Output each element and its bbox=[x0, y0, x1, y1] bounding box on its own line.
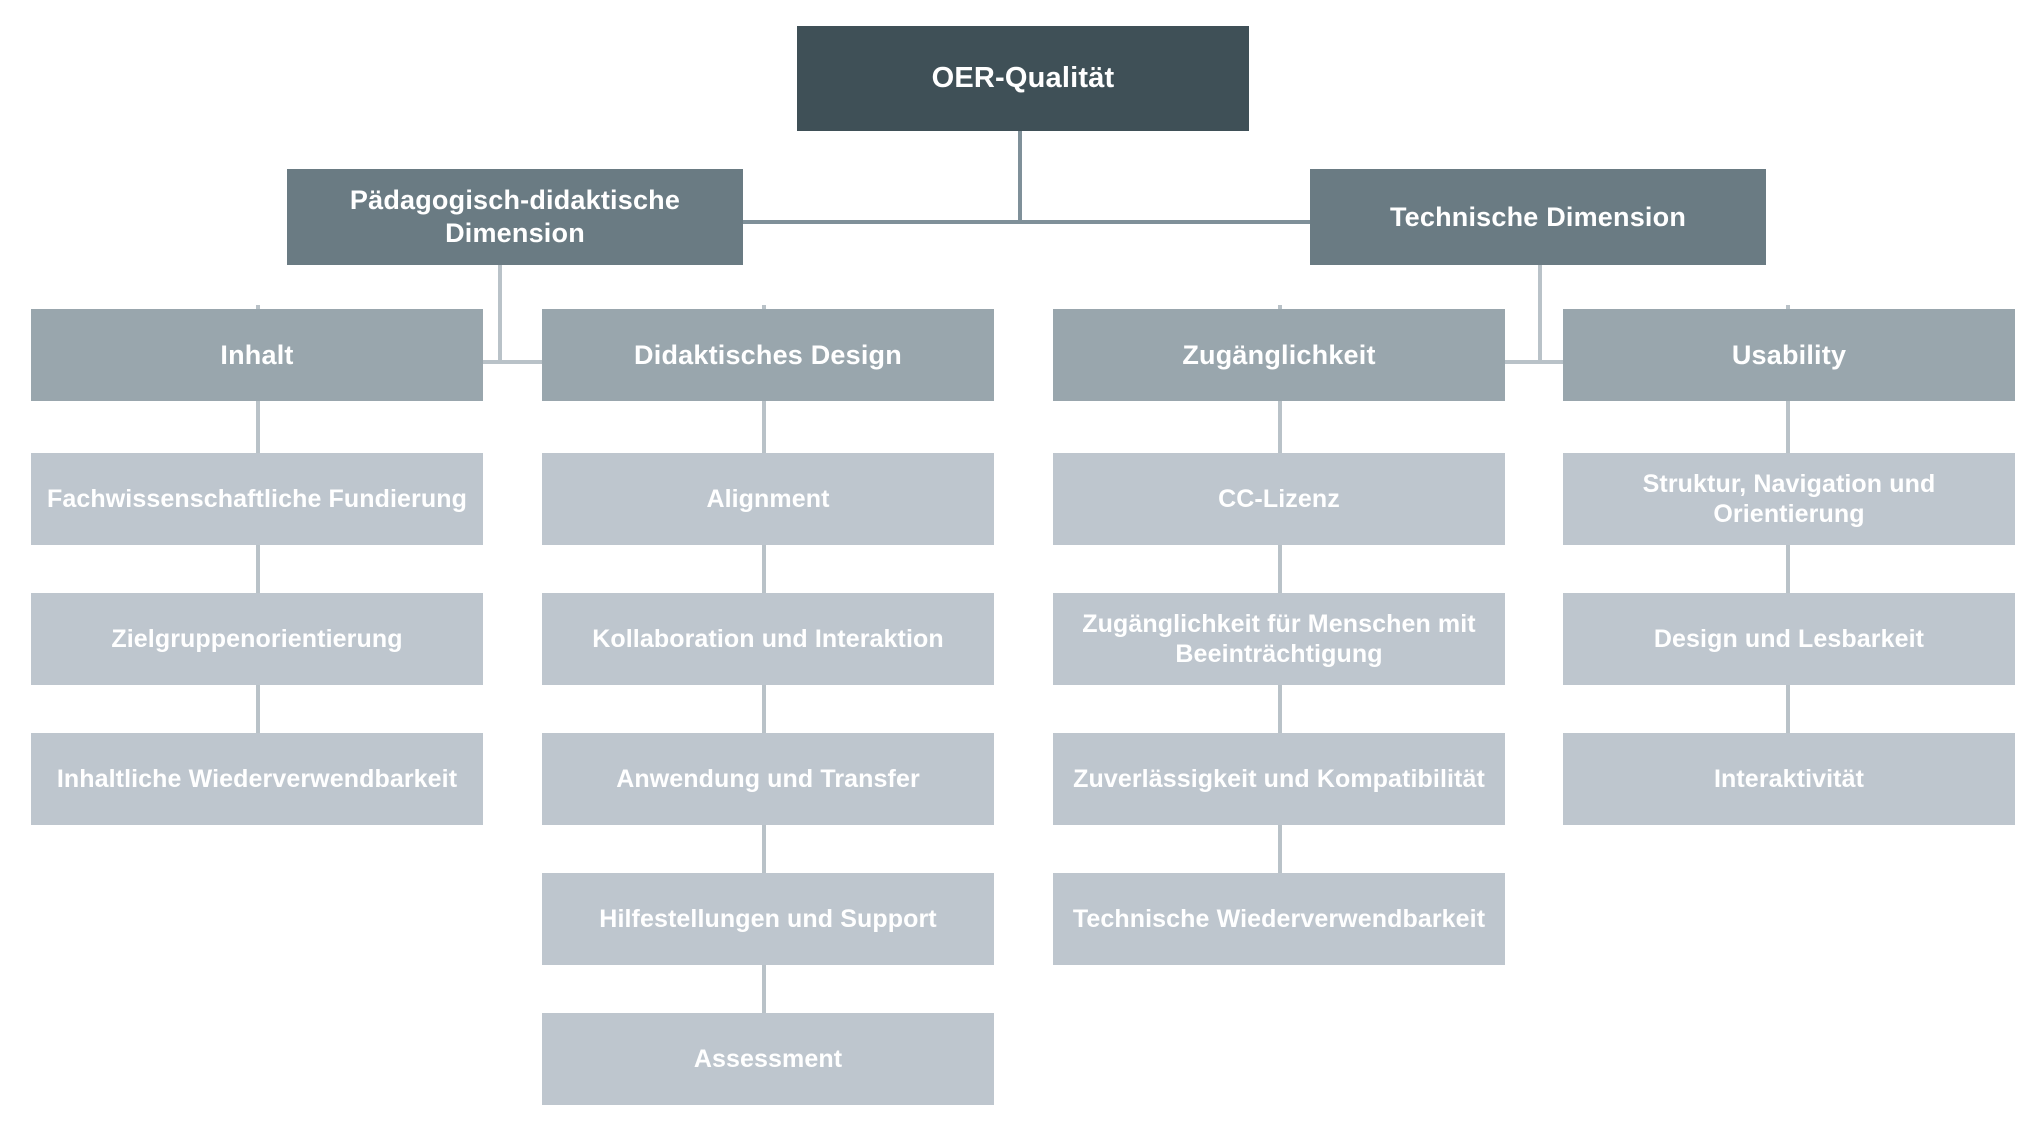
node-category-zugaenglichkeit[interactable]: Zugänglichkeit bbox=[1053, 309, 1505, 401]
connector-right-category-bus bbox=[1278, 360, 1788, 364]
node-criterion-alignment[interactable]: Alignment bbox=[542, 453, 994, 545]
node-category-didaktisches-design[interactable]: Didaktisches Design bbox=[542, 309, 994, 401]
node-category-usability[interactable]: Usability bbox=[1563, 309, 2015, 401]
node-criterion-design-und-lesbarkeit[interactable]: Design und Lesbarkeit bbox=[1563, 593, 2015, 685]
connector-root-stem bbox=[1018, 131, 1022, 222]
node-criterion-technische-wiederverwendbarkeit[interactable]: Technische Wiederverwendbarkeit bbox=[1053, 873, 1505, 965]
node-category-inhalt[interactable]: Inhalt bbox=[31, 309, 483, 401]
node-criterion-fachwissenschaftliche-fundierung[interactable]: Fachwissenschaftliche Fundierung bbox=[31, 453, 483, 545]
node-criterion-zielgruppenorientierung[interactable]: Zielgruppenorientierung bbox=[31, 593, 483, 685]
connector-left-dimension-stem bbox=[498, 265, 502, 364]
connector-right-dimension-stem bbox=[1538, 265, 1542, 364]
node-criterion-struktur-navigation-orientierung[interactable]: Struktur, Navigation und Orientierung bbox=[1563, 453, 2015, 545]
connector-left-category-bus bbox=[256, 360, 764, 364]
node-criterion-anwendung-und-transfer[interactable]: Anwendung und Transfer bbox=[542, 733, 994, 825]
node-criterion-interaktivitaet[interactable]: Interaktivität bbox=[1563, 733, 2015, 825]
node-root-oer-qualitaet[interactable]: OER-Qualität bbox=[797, 26, 1249, 131]
node-criterion-hilfestellungen-und-support[interactable]: Hilfestellungen und Support bbox=[542, 873, 994, 965]
node-criterion-cc-lizenz[interactable]: CC-Lizenz bbox=[1053, 453, 1505, 545]
node-criterion-inhaltliche-wiederverwendbarkeit[interactable]: Inhaltliche Wiederverwendbarkeit bbox=[31, 733, 483, 825]
connector-dimension-bus bbox=[500, 220, 1540, 224]
node-criterion-assessment[interactable]: Assessment bbox=[542, 1013, 994, 1105]
node-dimension-paedagogisch-didaktisch[interactable]: Pädagogisch-didaktische Dimension bbox=[287, 169, 743, 265]
node-dimension-technisch[interactable]: Technische Dimension bbox=[1310, 169, 1766, 265]
node-criterion-zuverlaessigkeit-und-kompatibilitaet[interactable]: Zuverlässigkeit und Kompatibilität bbox=[1053, 733, 1505, 825]
node-criterion-kollaboration-und-interaktion[interactable]: Kollaboration und Interaktion bbox=[542, 593, 994, 685]
node-criterion-zugaenglichkeit-beeintraechtigung[interactable]: Zugänglichkeit für Menschen mit Beeinträ… bbox=[1053, 593, 1505, 685]
